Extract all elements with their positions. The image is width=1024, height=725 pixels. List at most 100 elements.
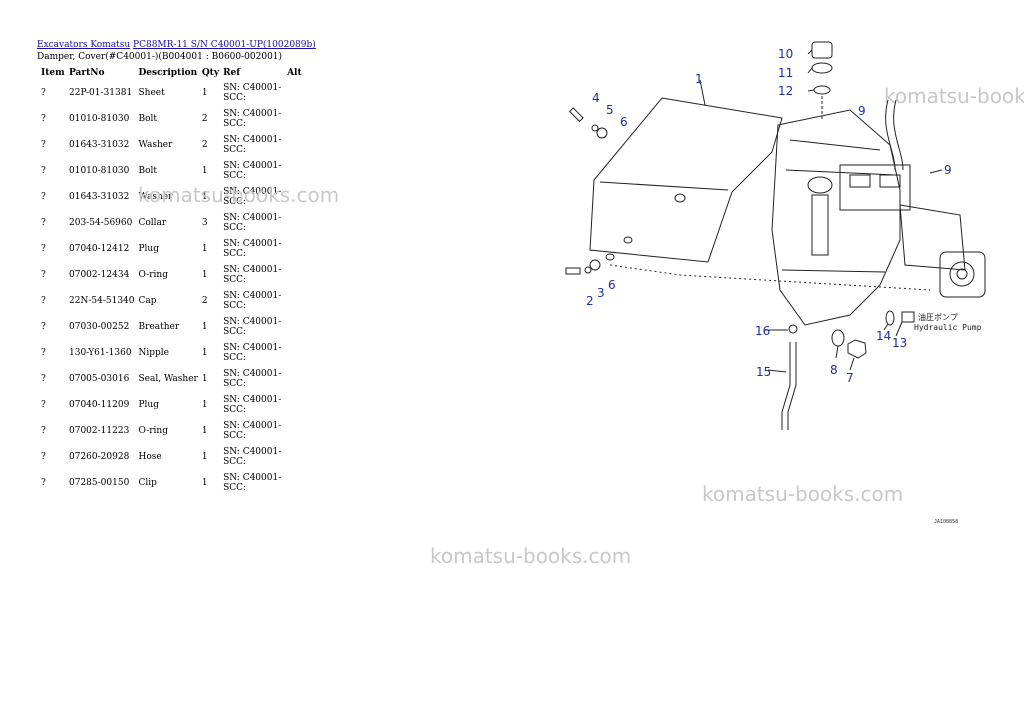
header-description: Description [138, 67, 198, 78]
callout-12: 12 [778, 84, 793, 98]
cell-qty: 1 [201, 452, 208, 462]
pump-label-jp: 油圧ポンプ [918, 312, 958, 322]
callout-11: 11 [778, 66, 793, 80]
cell-description: Collar [138, 218, 167, 228]
callout-1: 1 [695, 72, 703, 86]
cell-ref: SN: C40001-SCC: [223, 187, 282, 207]
parts-diagram: 1 2 3 4 5 6 6 7 8 9 9 10 11 12 13 14 15 … [565, 41, 986, 525]
cell-item: ? [41, 166, 46, 176]
cell-qty: 1 [201, 270, 208, 280]
cell-description: Sheet [138, 88, 165, 98]
damper-sheet-shape [589, 97, 783, 263]
callout-14: 14 [876, 329, 891, 343]
callout-15: 15 [756, 365, 771, 379]
cell-item: ? [41, 218, 46, 228]
cell-alt [285, 314, 309, 340]
callout-9b: 9 [944, 163, 952, 177]
cell-ref: SN: C40001-SCC: [223, 109, 282, 129]
cell-description: Plug [138, 400, 160, 410]
page-subtitle: Damper, Cover(#C40001-)(B004001 : B0600-… [37, 52, 283, 62]
cell-ref: SN: C40001-SCC: [223, 369, 282, 389]
cell-item: ? [41, 348, 46, 358]
cell-ref: SN: C40001-SCC: [223, 447, 282, 467]
cell-description: Cap [138, 296, 157, 306]
callout-5: 5 [606, 103, 614, 117]
cell-partno: 07030-00252 [69, 322, 130, 332]
cell-qty: 1 [201, 478, 208, 488]
cell-ref: SN: C40001-SCC: [223, 265, 282, 285]
cell-qty: 1 [201, 244, 208, 254]
cell-alt [285, 106, 309, 132]
cell-alt [285, 288, 309, 314]
cell-ref: SN: C40001-SCC: [223, 395, 282, 415]
callout-8: 8 [830, 363, 838, 377]
callout-13: 13 [892, 336, 907, 350]
cell-description: Bolt [138, 166, 158, 176]
cell-description: Bolt [138, 114, 158, 124]
cell-partno: 07005-03016 [69, 374, 130, 384]
cell-item: ? [41, 244, 46, 254]
cell-description: Washer [138, 140, 173, 150]
cell-partno: 22P-01-31381 [69, 88, 133, 98]
cell-qty: 2 [201, 296, 208, 306]
cell-item: ? [41, 88, 46, 98]
cell-item: ? [41, 426, 46, 436]
callout-16: 16 [755, 324, 770, 338]
pump-label-en: Hydraulic Pump [914, 323, 982, 332]
callout-10: 10 [778, 47, 793, 61]
cell-qty: 2 [201, 140, 208, 150]
cell-description: Breather [138, 322, 180, 332]
cell-description: Seal, Washer [138, 374, 198, 384]
cell-partno: 07040-11209 [69, 400, 130, 410]
pump-housing-shape [771, 109, 901, 326]
cell-qty: 2 [201, 114, 208, 124]
watermark: komatsu-books.com [702, 482, 904, 506]
cell-ref: SN: C40001-SCC: [223, 291, 282, 311]
cell-alt [285, 470, 309, 496]
cell-alt [285, 210, 309, 236]
cell-alt [285, 132, 309, 158]
cell-partno: 07260-20928 [69, 452, 130, 462]
cell-alt [285, 366, 309, 392]
cell-partno: 07285-00150 [69, 478, 130, 488]
cell-partno: 22N-54-51340 [69, 296, 135, 306]
header-ref: Ref [223, 67, 241, 78]
cell-ref: SN: C40001-SCC: [223, 343, 282, 363]
cell-alt [285, 340, 309, 366]
watermark: komatsu-books.com [138, 183, 340, 207]
cell-ref: SN: C40001-SCC: [223, 239, 282, 259]
cell-alt [285, 262, 309, 288]
breadcrumb-link-model[interactable]: PC88MR-11 S/N C40001-UP(1002089b) [133, 40, 316, 50]
callout-6b: 6 [608, 278, 616, 292]
breadcrumb: Excavators Komatsu PC88MR-11 S/N C40001-… [37, 40, 316, 50]
cell-partno: 203-54-56960 [69, 218, 133, 228]
cell-partno: 01010-81030 [69, 166, 130, 176]
cell-ref: SN: C40001-SCC: [223, 317, 282, 337]
breadcrumb-link-excavators[interactable]: Excavators Komatsu [37, 40, 131, 50]
cell-description: O-ring [138, 270, 169, 280]
cell-partno: 01010-81030 [69, 114, 130, 124]
callout-2: 2 [586, 294, 594, 308]
cell-item: ? [41, 400, 46, 410]
header-alt: Alt [287, 67, 302, 78]
cell-qty: 1 [201, 374, 208, 384]
header-qty: Qty [201, 67, 220, 78]
cell-partno: 07002-11223 [69, 426, 130, 436]
callout-3: 3 [597, 286, 605, 300]
cell-item: ? [41, 270, 46, 280]
watermark: komatsu-books.com [884, 84, 1024, 108]
cell-qty: 1 [201, 166, 208, 176]
cell-alt [285, 444, 309, 470]
cell-alt [285, 80, 309, 106]
cell-qty: 1 [201, 88, 208, 98]
cell-qty: 1 [201, 322, 208, 332]
cell-partno: 130-Y61-1360 [69, 348, 132, 358]
